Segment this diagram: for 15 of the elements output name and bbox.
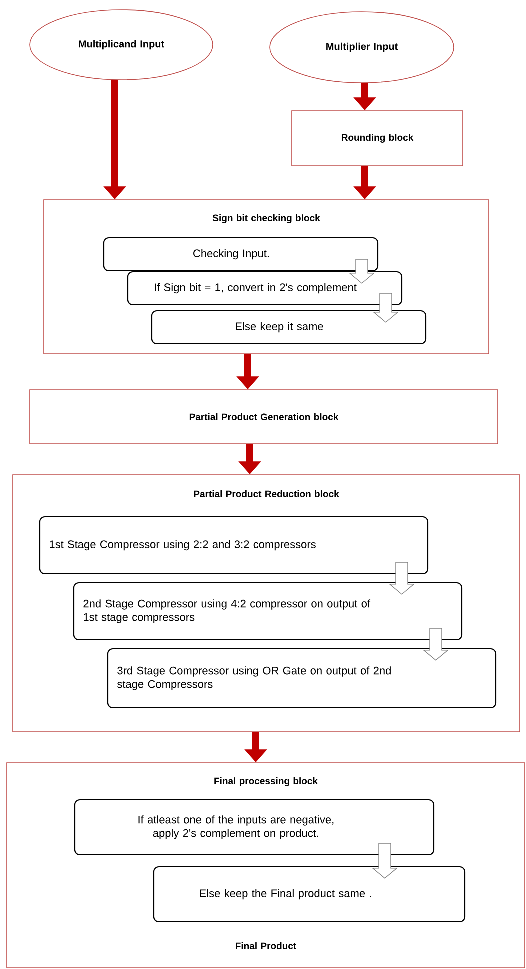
step-box: Checking Input. — [103, 237, 379, 272]
hollow-arrow — [372, 843, 398, 879]
step-box: 1st Stage Compressor using 2:2 and 3:2 compressors — [39, 516, 429, 575]
step-box: If Sign bit = 1, convert in 2's complement — [127, 271, 403, 306]
hollow-arrow — [349, 259, 375, 284]
hollow-arrow — [389, 562, 415, 595]
process-box: Rounding block — [292, 110, 464, 166]
process-box: Partial Product Generation block — [30, 390, 498, 444]
step-box: Else keep the Final product same . — [153, 866, 466, 923]
hollow-arrow — [373, 293, 399, 323]
step-box: If atleast one of the inputs are negative, apply 2's complement on product. — [74, 799, 435, 856]
hollow-arrow — [423, 628, 449, 661]
step-box: 2nd Stage Compressor using 4:2 compressor on output of 1st stage compressors — [73, 582, 463, 641]
step-box: 3rd Stage Compressor using OR Gate on output of 2nd stage Compressors — [107, 648, 497, 709]
step-box: Else keep it same — [151, 310, 427, 345]
